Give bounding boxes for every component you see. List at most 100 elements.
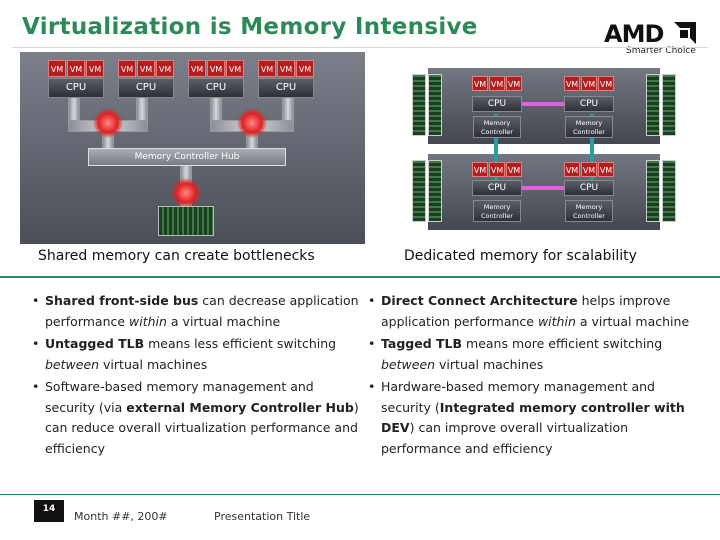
cpu-label: CPU xyxy=(472,96,522,112)
mc-label-line: Memory xyxy=(483,119,511,127)
bullet-text: ) can reduce overall virtualization perf… xyxy=(45,399,359,456)
ht-link xyxy=(590,114,594,182)
processor-chip: VM VM VM CPU xyxy=(188,60,244,100)
page-number: 14 xyxy=(34,500,64,522)
memory-module xyxy=(428,160,442,222)
vm-label: VM xyxy=(48,60,66,77)
bullet-bold: Shared front-side bus xyxy=(45,293,199,308)
cpu-label: CPU xyxy=(48,78,104,98)
vm-label: VM xyxy=(489,76,505,91)
bullet-item: Hardware-based memory management and sec… xyxy=(366,377,702,459)
bullet-text: ) can improve overall virtualization per… xyxy=(381,420,629,456)
bullet-text: a virtual machine xyxy=(166,313,281,329)
vm-label: VM xyxy=(207,60,225,77)
vm-label: VM xyxy=(137,60,155,77)
shared-memory-bullets: Shared front-side bus can decrease appli… xyxy=(30,291,360,461)
memory-controller-hub: Memory Controller Hub xyxy=(88,148,286,166)
amd-arrow-icon xyxy=(674,22,696,44)
cpu-label: CPU xyxy=(564,96,614,112)
bullet-item: Tagged TLB means more efficient switchin… xyxy=(366,334,702,375)
memory-module xyxy=(662,160,676,222)
vm-label: VM xyxy=(564,76,580,91)
bullet-item: Software-based memory management and sec… xyxy=(30,377,360,459)
vm-label: VM xyxy=(489,162,505,177)
mc-label-line: Memory xyxy=(483,203,511,211)
memory-controller: Memory Controller xyxy=(473,116,521,138)
bullet-item: Direct Connect Architecture helps improv… xyxy=(366,291,702,332)
vm-label: VM xyxy=(472,162,488,177)
vm-label: VM xyxy=(277,60,295,77)
bullet-text: a virtual machine xyxy=(575,313,690,329)
memory-module xyxy=(412,160,426,222)
bullet-bold: Integrated memory controller with DEV xyxy=(381,399,685,436)
slide-title: Virtualization is Memory Intensive xyxy=(22,14,478,40)
bullet-bold: external Memory Controller Hub xyxy=(126,399,354,415)
bullet-italic: between xyxy=(381,356,436,372)
bullet-text: can decrease application performance xyxy=(45,293,359,329)
bottleneck-glow xyxy=(237,108,267,138)
bullet-italic: within xyxy=(537,313,576,329)
vm-label: VM xyxy=(598,76,614,91)
vm-label: VM xyxy=(296,60,314,77)
ht-link xyxy=(520,102,568,106)
bullet-bold: Direct Connect Architecture xyxy=(381,293,578,308)
memory-module xyxy=(662,74,676,136)
cpu-label: CPU xyxy=(564,180,614,196)
ht-link xyxy=(520,186,568,190)
section-divider xyxy=(0,276,720,278)
left-caption: Shared memory can create bottlenecks xyxy=(38,248,315,264)
footer-divider xyxy=(0,494,720,495)
footer-presentation-title: Presentation Title xyxy=(214,510,311,523)
mc-label-line: Memory xyxy=(575,119,603,127)
vm-label: VM xyxy=(258,60,276,77)
right-caption: Dedicated memory for scalability xyxy=(404,248,637,264)
bullet-item: Shared front-side bus can decrease appli… xyxy=(30,291,360,332)
cpu-label: CPU xyxy=(472,180,522,196)
vm-label: VM xyxy=(226,60,244,77)
mc-label-line: Controller xyxy=(481,128,513,136)
bullet-italic: between xyxy=(45,356,100,372)
vm-label: VM xyxy=(581,162,597,177)
bullet-text: Software-based memory management and sec… xyxy=(45,379,314,415)
logo-tagline: Smarter Choice xyxy=(626,46,696,56)
bullet-item: Untagged TLB means less efficient switch… xyxy=(30,334,360,375)
dedicated-memory-bullets: Direct Connect Architecture helps improv… xyxy=(366,291,702,461)
memory-module xyxy=(412,74,426,136)
vm-label: VM xyxy=(156,60,174,77)
memory-module xyxy=(158,206,214,236)
bullet-bold: Untagged TLB xyxy=(45,336,145,351)
vm-label: VM xyxy=(506,76,522,91)
title-divider xyxy=(12,47,708,48)
bullet-text: means less efficient switching xyxy=(144,336,337,351)
bottleneck-glow xyxy=(93,108,123,138)
vm-group: VM VM VM xyxy=(472,76,522,91)
mc-label-line: Controller xyxy=(481,212,513,220)
vm-group: VM VM VM xyxy=(564,76,614,91)
bullet-text: virtual machines xyxy=(435,356,544,372)
bullet-text: Hardware-based memory management and sec… xyxy=(381,379,655,415)
vm-label: VM xyxy=(598,162,614,177)
memory-controller: Memory Controller xyxy=(565,200,613,222)
amd-logo: AMD Smarter Choice xyxy=(604,20,704,60)
node-backplate xyxy=(428,68,660,144)
vm-label: VM xyxy=(472,76,488,91)
vm-group: VM VM VM xyxy=(564,162,614,177)
cpu-label: CPU xyxy=(118,78,174,98)
memory-controller: Memory Controller xyxy=(473,200,521,222)
vm-label: VM xyxy=(581,76,597,91)
mc-label-line: Controller xyxy=(573,128,605,136)
mc-label-line: Memory xyxy=(575,203,603,211)
memory-controller: Memory Controller xyxy=(565,116,613,138)
vm-label: VM xyxy=(506,162,522,177)
memory-module xyxy=(646,160,660,222)
node-backplate xyxy=(428,154,660,230)
bullet-italic: within xyxy=(129,313,167,329)
bullet-text: virtual machines xyxy=(99,356,208,372)
memory-module xyxy=(428,74,442,136)
vm-group: VM VM VM xyxy=(472,162,522,177)
memory-module xyxy=(646,74,660,136)
vm-label: VM xyxy=(86,60,104,77)
processor-chip: VM VM VM CPU xyxy=(118,60,174,100)
processor-chip: VM VM VM CPU xyxy=(48,60,104,100)
footer-date: Month ##, 200# xyxy=(74,510,168,523)
